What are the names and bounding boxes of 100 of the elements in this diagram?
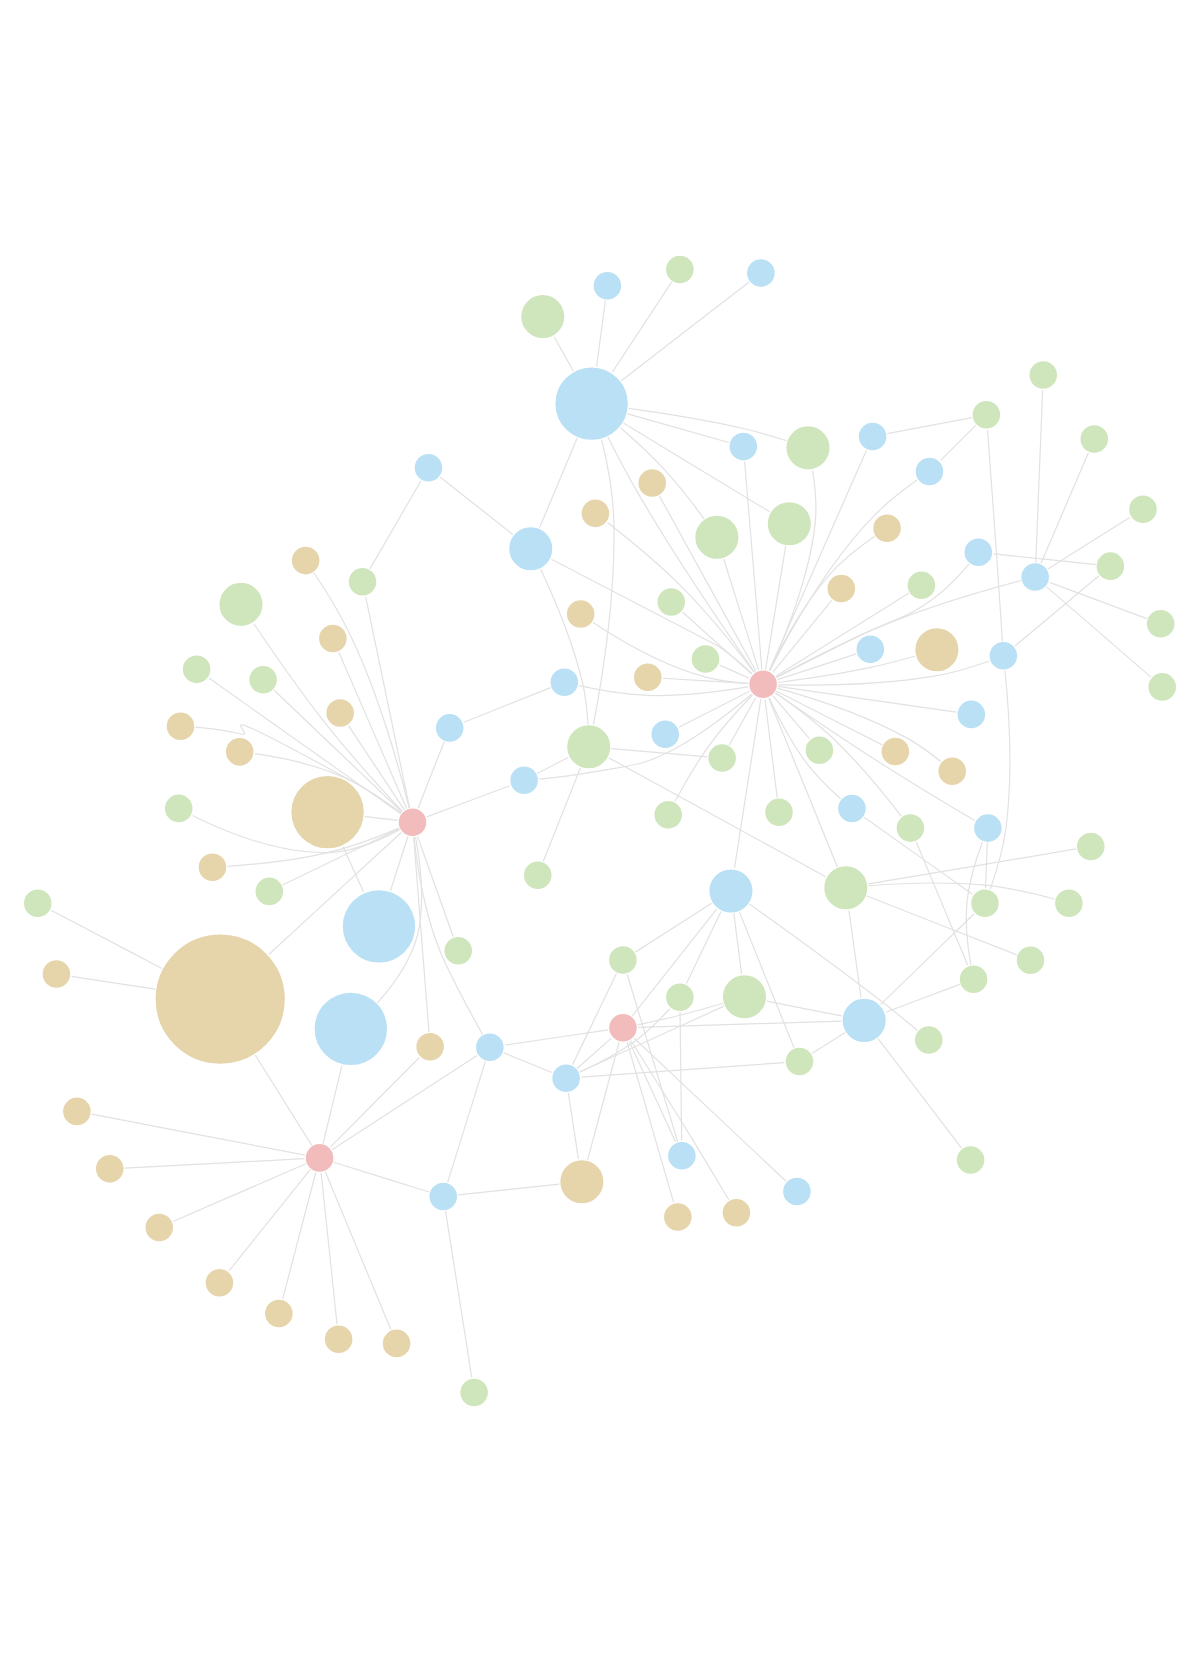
node-circle xyxy=(1146,671,1178,703)
connector xyxy=(634,902,713,953)
node-circle xyxy=(689,643,721,675)
node-circle xyxy=(632,661,664,693)
connector xyxy=(863,816,973,895)
connector xyxy=(50,909,163,970)
connector xyxy=(596,299,607,367)
node-circle xyxy=(857,421,889,452)
connector xyxy=(626,973,679,1143)
connector xyxy=(678,690,751,728)
connector xyxy=(674,694,754,803)
node-circle xyxy=(434,712,466,744)
connector xyxy=(610,748,708,758)
node-circle xyxy=(962,536,994,568)
node-circle xyxy=(936,755,968,787)
connector xyxy=(775,592,910,677)
connector xyxy=(254,753,402,814)
connector xyxy=(447,1060,486,1183)
node-circle xyxy=(565,723,612,771)
node-circle xyxy=(507,525,554,572)
connector xyxy=(940,424,977,461)
node-circle xyxy=(707,867,755,915)
connector xyxy=(580,1061,786,1078)
connector xyxy=(504,1029,609,1046)
connector xyxy=(775,690,883,746)
node-circle xyxy=(153,932,287,1066)
connector xyxy=(774,692,976,822)
connector xyxy=(587,1041,620,1161)
connector xyxy=(253,623,403,812)
connector xyxy=(885,983,961,1013)
connector xyxy=(194,724,402,814)
node-circle xyxy=(913,1024,945,1056)
node-circle xyxy=(508,764,540,796)
node-circle xyxy=(553,365,630,442)
connector xyxy=(733,912,743,975)
node-circle xyxy=(341,888,417,965)
node-circle xyxy=(519,293,566,340)
node-circle xyxy=(662,1201,694,1233)
connector xyxy=(416,835,454,938)
node-circle xyxy=(163,792,195,824)
connector xyxy=(768,535,876,672)
node-circle xyxy=(969,887,1001,919)
connector xyxy=(986,429,1003,642)
connector xyxy=(553,336,575,372)
connector xyxy=(389,835,409,892)
connector xyxy=(879,913,975,1006)
connector xyxy=(333,1161,430,1193)
node-circle xyxy=(721,973,768,1020)
node-circle xyxy=(196,851,228,883)
connector xyxy=(607,436,756,673)
connector xyxy=(254,1054,313,1147)
node-circle xyxy=(1127,493,1159,525)
connector xyxy=(329,1057,420,1148)
connector xyxy=(550,558,753,675)
connector xyxy=(413,836,430,1033)
connector xyxy=(228,1168,311,1272)
node-circle xyxy=(871,512,903,544)
connector xyxy=(728,696,757,746)
node-circle xyxy=(474,1031,506,1063)
node-circle xyxy=(879,736,911,768)
connector xyxy=(718,664,750,679)
node-circle xyxy=(324,697,356,729)
connector xyxy=(70,975,157,990)
node-circle xyxy=(522,859,554,891)
connector xyxy=(413,836,484,1035)
connector xyxy=(324,1171,392,1331)
connector xyxy=(764,545,787,671)
node-circle xyxy=(381,1327,413,1359)
node-circle xyxy=(22,887,54,919)
connector xyxy=(463,687,552,723)
node-circle xyxy=(40,958,72,990)
connector xyxy=(576,1037,612,1070)
node-circle xyxy=(347,566,379,598)
connector xyxy=(772,599,833,674)
connector xyxy=(626,1041,675,1204)
node-circle xyxy=(666,1140,698,1172)
node-circle xyxy=(784,1046,815,1077)
node-circle xyxy=(323,1323,355,1355)
connector xyxy=(866,895,1018,956)
connector xyxy=(417,741,445,809)
connector xyxy=(681,611,753,675)
node-circle xyxy=(1145,608,1177,640)
connector xyxy=(539,437,578,529)
connector xyxy=(965,841,983,966)
connector xyxy=(91,1113,306,1156)
node-circle xyxy=(825,573,857,605)
connector xyxy=(658,495,757,672)
connector xyxy=(685,910,722,985)
node-circle xyxy=(607,944,639,976)
node-circle xyxy=(745,257,777,289)
connector xyxy=(748,903,919,1032)
node-circle xyxy=(203,1267,235,1299)
connector xyxy=(628,1041,677,1143)
node-circle xyxy=(836,792,868,824)
node-circle xyxy=(607,1012,639,1044)
node-circle xyxy=(427,1180,459,1212)
node-circle xyxy=(840,997,888,1044)
connector xyxy=(768,697,842,800)
node-circle xyxy=(649,718,681,750)
node-circle xyxy=(591,270,623,302)
